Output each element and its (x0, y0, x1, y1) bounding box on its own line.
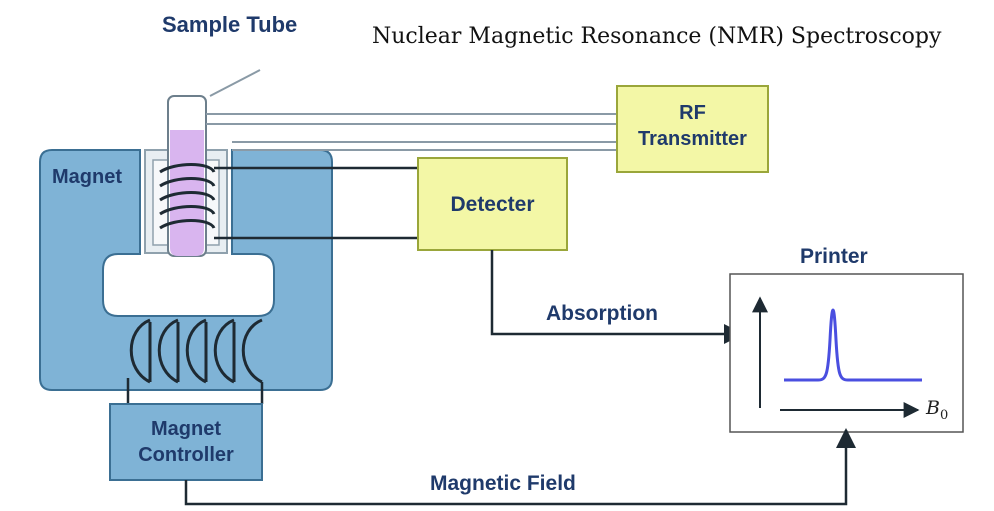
magnetic-field-label: Magnetic Field (430, 472, 576, 495)
magnet-controller-line2: Controller (138, 444, 234, 466)
b0-subscript: 0 (939, 407, 949, 423)
printer-box (729, 273, 964, 433)
detector-wires (214, 166, 418, 240)
printer-label: Printer (800, 245, 868, 268)
magnet-coil-icon (129, 318, 263, 384)
b0-symbol: B (926, 397, 940, 419)
sample-tube-label: Sample Tube (162, 12, 298, 37)
absorption-arrow-icon (490, 250, 744, 344)
magnet-controller-line1: Magnet (151, 418, 221, 440)
diagram-title: Nuclear Magnetic Resonance (NMR) Spectro… (372, 24, 942, 49)
absorption-label: Absorption (546, 302, 658, 325)
detector-label: Detecter (450, 193, 535, 216)
rf-transmitter-line2: Transmitter (638, 128, 747, 150)
spectrum-peak-icon (784, 308, 922, 382)
magnet-controller-box (109, 403, 263, 481)
controller-wires (126, 378, 264, 404)
rf-transmitter-box (616, 85, 769, 173)
probe-coil-icon (159, 163, 216, 230)
b0-axis-label: B0 (926, 397, 948, 423)
rf-transmitter-line1: RF (679, 102, 706, 124)
magnetic-field-arrow-icon (184, 428, 856, 506)
magnet-label: Magnet (52, 166, 122, 188)
detector-box (417, 157, 568, 251)
rf-lines (206, 113, 617, 151)
rf-transmitter-label: RF Transmitter (617, 100, 768, 152)
sample-tube-pointer (209, 69, 261, 97)
magnet-controller-label: Magnet Controller (110, 416, 262, 468)
magnet-body (39, 149, 333, 391)
